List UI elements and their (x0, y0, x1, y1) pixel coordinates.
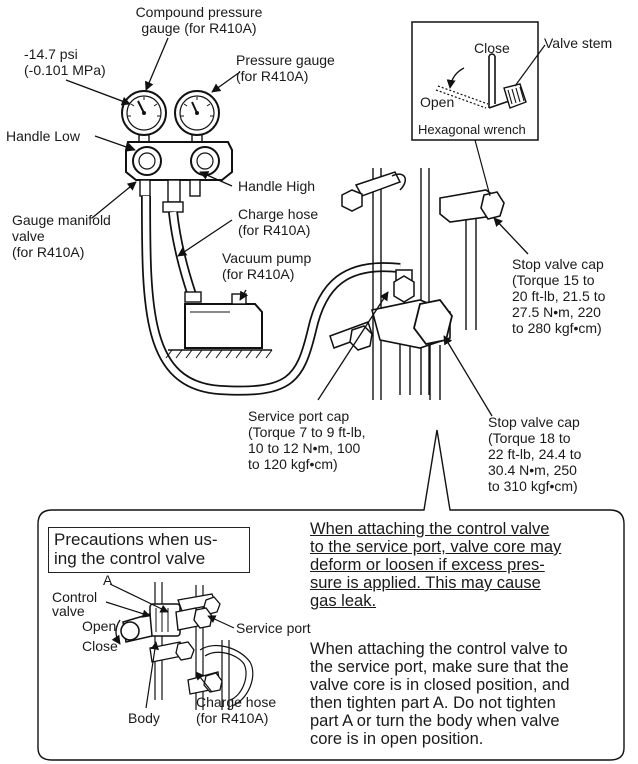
small-stop-valve (439, 189, 505, 223)
body-label: Body (128, 710, 160, 726)
leader-lines (65, 37, 529, 417)
pressure-gauge-label: Pressure gauge (for R410A) (236, 52, 335, 84)
valve-stem-label: Valve stem (544, 35, 613, 51)
precaution-charge-hose-label: Charge hose (for R410A) (196, 694, 277, 726)
hex-wrench-label: Hexagonal wrench (418, 122, 526, 137)
compound-pressure-gauge-label: Compound pressure gauge (for R410A) (135, 4, 263, 36)
vacuum-pump (165, 293, 273, 359)
manifold-body (125, 141, 233, 213)
gauge-manifold-label: Gauge manifold valve (for R410A) (12, 212, 111, 260)
handle-low-label: Handle Low (6, 128, 80, 144)
pressure-gauge (174, 90, 220, 143)
close-label: Close (474, 40, 510, 56)
close-direction-label: Close (82, 638, 118, 654)
stop-valve-cap-small-label: Stop valve cap (Torque 15 to 20 ft-lb, 2… (512, 256, 606, 336)
precautions-frame (37, 429, 625, 761)
open-direction-label: Open (82, 618, 117, 634)
compound-pressure-gauge (121, 90, 167, 143)
precaution-leader-lines (105, 583, 235, 709)
instruction-text: When attaching the control valve to the … (310, 640, 570, 748)
upper-pipe-fitting (341, 171, 407, 212)
vacuum-reading-label: -14.7 psi (-0.101 MPa) (24, 46, 106, 78)
service-port (393, 269, 415, 303)
vacuum-pump-label: Vacuum pump (for R410A) (222, 250, 312, 282)
handle-high-label: Handle High (238, 178, 316, 194)
control-valve-illustration (111, 582, 254, 710)
hose-fitting (184, 291, 202, 303)
valve-stem-inset (411, 21, 546, 141)
open-label: Open (420, 94, 455, 110)
control-valve-label: Control valve (52, 589, 98, 619)
charge-hose-label: Charge hose (for R410A) (238, 206, 319, 238)
inset-connector (474, 139, 491, 197)
large-stop-valve (329, 299, 453, 351)
precautions-title: Precautions when us- ing the control val… (48, 527, 250, 573)
stop-valve-cap-large-label: Stop valve cap (Torque 18 to 22 ft-lb, 2… (488, 414, 582, 494)
part-a-label: A (103, 572, 113, 588)
warning-text: When attaching the control valve to the … (310, 520, 562, 610)
low-side-hose (141, 195, 401, 396)
service-port-label: Service port (236, 620, 311, 636)
service-port-cap-label: Service port cap (Torque 7 to 9 ft-lb, 1… (248, 408, 366, 472)
